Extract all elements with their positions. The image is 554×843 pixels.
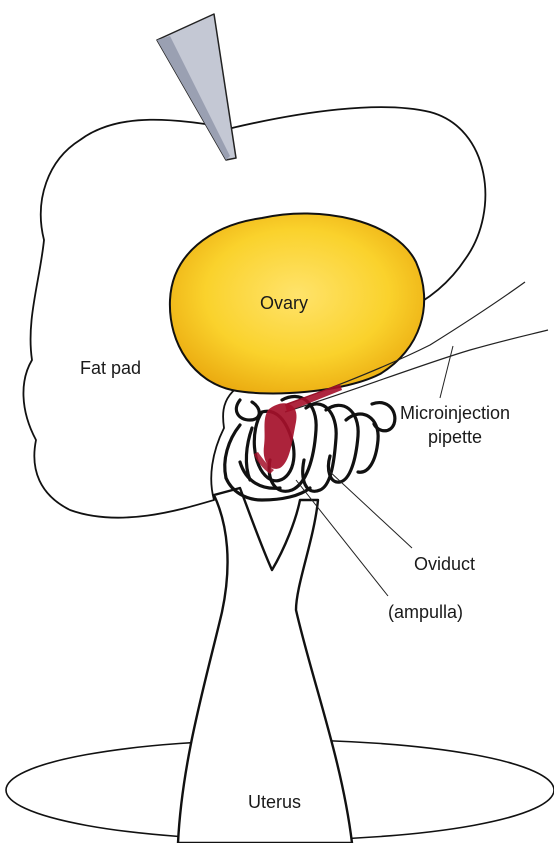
pipette-label-line1: Microinjection [400, 401, 510, 425]
ampulla-label: (ampulla) [388, 601, 463, 623]
uterus-label: Uterus [248, 791, 301, 813]
microinjection-pipette-label: Microinjection pipette [400, 401, 510, 449]
pipette-label-line2: pipette [400, 425, 510, 449]
leader-pipette [440, 346, 453, 398]
uterus-horn [178, 488, 352, 843]
oviduct-coils [225, 397, 395, 500]
injection-site [264, 403, 297, 469]
fat-pad-label: Fat pad [80, 357, 141, 379]
ovary-label: Ovary [260, 292, 308, 314]
oviduct-label: Oviduct [414, 553, 475, 575]
